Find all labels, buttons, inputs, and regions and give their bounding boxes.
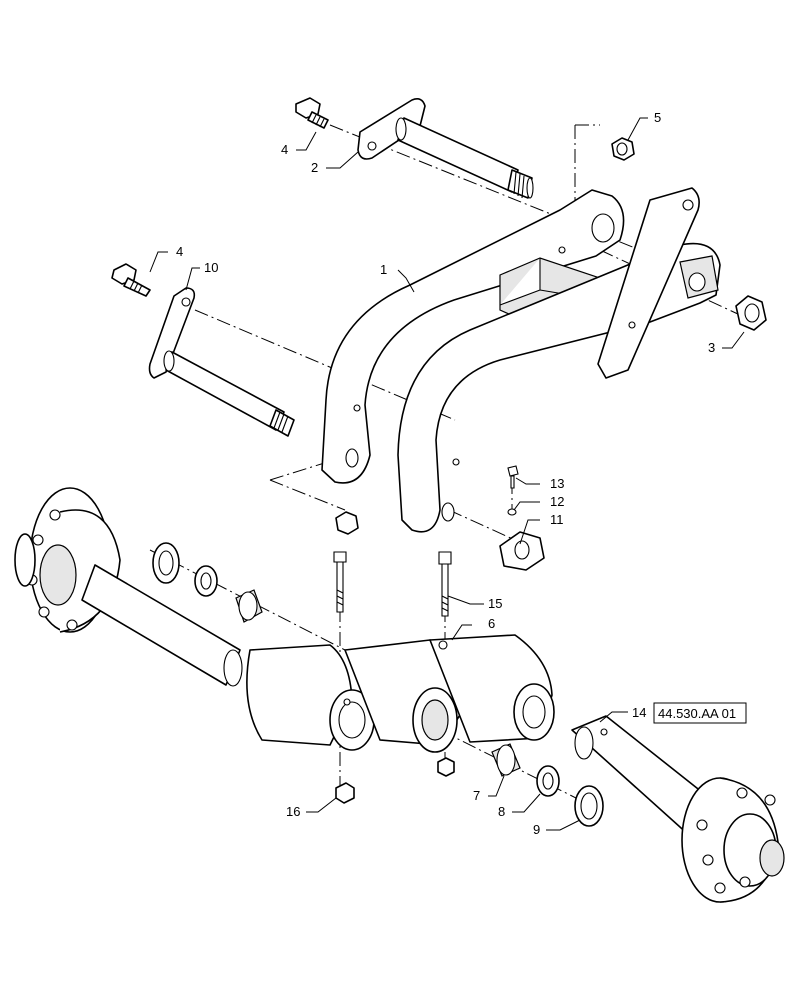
callout-13: 13 (550, 476, 564, 491)
callout-2: 2 (311, 160, 318, 175)
bolt-15-right (438, 551, 452, 617)
callout-11: 11 (550, 512, 564, 527)
bolt-15-left (333, 551, 347, 613)
washer-12 (507, 508, 517, 516)
seal-left (152, 542, 180, 584)
bolt-upper (295, 97, 329, 129)
screw-13 (507, 465, 519, 489)
frame-arm (321, 187, 721, 533)
reference-code: 44.530.AA 01 (658, 706, 736, 721)
pin-upper (357, 98, 534, 199)
callout-7: 7 (473, 788, 480, 803)
nut-upper (611, 137, 635, 161)
nut-11 (499, 531, 545, 571)
reference-box (653, 702, 747, 724)
callout-14: 14 (632, 705, 646, 720)
callout-5: 5 (654, 110, 661, 125)
center-housing (246, 634, 555, 753)
callout-1: 1 (380, 262, 387, 277)
callout-9: 9 (533, 822, 540, 837)
callout-12: 12 (550, 494, 564, 509)
seal-9 (574, 785, 604, 827)
hub-spindle-left (14, 487, 243, 687)
bearing-7 (491, 743, 521, 777)
washer-left (194, 565, 218, 597)
callout-labels: 1 2 3 4 4 5 6 7 8 9 10 11 12 13 14 15 16… (176, 110, 736, 837)
nut-housing-lower (437, 757, 455, 777)
callout-16: 16 (286, 804, 300, 819)
nut-side (735, 295, 767, 331)
callout-10: 10 (204, 260, 218, 275)
pin-lower (148, 287, 295, 437)
nut-frame-lower (335, 511, 359, 535)
callout-15: 15 (488, 596, 502, 611)
callout-4-lower: 4 (176, 244, 183, 259)
washer-8 (536, 765, 560, 797)
callout-3: 3 (708, 340, 715, 355)
leader-lines (149, 117, 745, 831)
callout-6: 6 (488, 616, 495, 631)
callout-4-upper: 4 (281, 142, 288, 157)
callout-8: 8 (498, 804, 505, 819)
bolt-lower (111, 263, 151, 297)
hub-spindle-right (571, 715, 785, 903)
bearing-left (235, 589, 263, 623)
nut-16 (335, 782, 355, 804)
